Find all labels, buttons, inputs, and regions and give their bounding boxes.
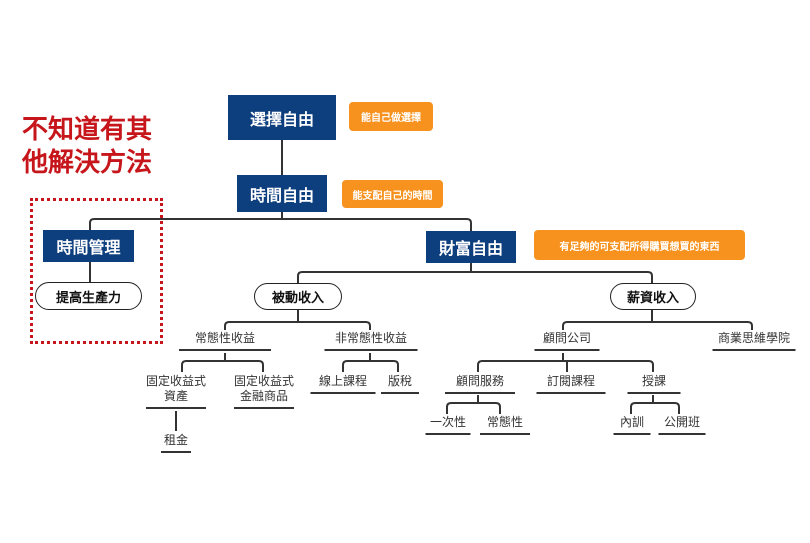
red-note-line2: 他解決方法 <box>22 148 153 178</box>
node-productivity: 提高生產力 <box>35 282 142 310</box>
leaf-internal-training: 內訓 <box>613 415 651 435</box>
leaf-consulting-company: 顧問公司 <box>534 331 600 351</box>
note-wealth: 有足夠的可支配所得購買想買的東西 <box>534 230 745 260</box>
node-salary-income: 薪資收入 <box>610 283 696 310</box>
red-note-line1: 不知道有其 <box>22 115 153 145</box>
leaf-public-class: 公開班 <box>658 415 706 435</box>
leaf-fixed-financial: 固定收益式 金融商品 <box>234 374 294 409</box>
leaf-subscription-course: 訂閱課程 <box>536 374 606 394</box>
note-choice: 能自己做選擇 <box>349 102 433 131</box>
leaf-recurring: 常態性 <box>480 415 530 435</box>
leaf-irregular-income: 非常態性收益 <box>324 331 418 351</box>
node-time-freedom: 時間自由 <box>237 175 327 212</box>
node-choice-freedom: 選擇自由 <box>228 95 336 140</box>
dotted-highlight-box <box>30 198 163 344</box>
leaf-online-course: 線上課程 <box>310 374 376 394</box>
leaf-royalty: 版稅 <box>381 374 419 394</box>
note-time: 能支配自己的時間 <box>342 180 443 208</box>
leaf-consulting-service: 顧問服務 <box>445 374 515 394</box>
alternative-methods-note: 不知道有其 他解決方法 <box>22 114 152 180</box>
node-wealth-freedom: 財富自由 <box>426 231 516 263</box>
leaf-regular-income: 常態性收益 <box>179 331 271 351</box>
leaf-one-time: 一次性 <box>425 415 471 435</box>
leaf-rent: 租金 <box>161 433 191 453</box>
leaf-teaching: 授課 <box>627 374 681 394</box>
node-time-management: 時間管理 <box>43 230 134 262</box>
leaf-business-academy: 商業思維學院 <box>712 331 796 351</box>
leaf-fixed-asset: 固定收益式 資產 <box>146 374 206 409</box>
node-passive-income: 被動收入 <box>254 283 342 310</box>
